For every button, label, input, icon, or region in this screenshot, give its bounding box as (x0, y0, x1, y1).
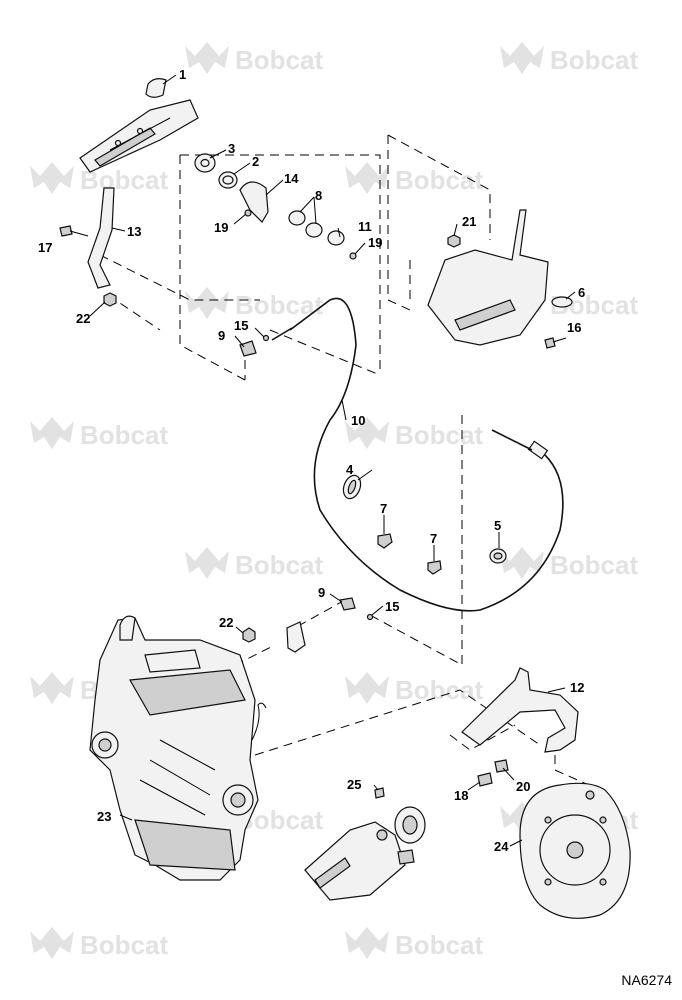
watermark-text: Bobcat (80, 420, 168, 450)
bobcat-logo-icon (185, 42, 229, 74)
callout-3: 3 (228, 141, 235, 156)
callout-24: 24 (494, 839, 509, 854)
callout-11: 11 (358, 219, 372, 234)
watermark-text: Bobcat (395, 930, 483, 960)
bobcat-logo-icon (30, 162, 74, 194)
watermark-logo: Bobcat (500, 42, 638, 75)
bobcat-logo-icon (30, 927, 74, 959)
watermark-text: Bobcat (395, 165, 483, 195)
callout-7b: 7 (430, 531, 437, 546)
callout-6: 6 (578, 285, 585, 300)
part-25-injection-pump (304, 787, 426, 901)
watermark-logo: Bobcat (30, 417, 168, 450)
callout-23: 23 (97, 809, 111, 824)
bobcat-logo-icon (345, 162, 389, 194)
part-22-nut-top (103, 292, 117, 307)
watermark-logo: Bobcat (30, 927, 168, 960)
bobcat-logo-icon (345, 672, 389, 704)
throttle-lever-bracket (79, 99, 199, 173)
callout-17: 17 (38, 240, 52, 255)
watermark-logo: Bobcat (345, 927, 483, 960)
drawing-number: NA6274 (621, 972, 672, 988)
part-4-grommet (342, 474, 362, 500)
callout-7a: 7 (380, 501, 387, 516)
callout-13: 13 (127, 224, 141, 239)
part-17-bolt (59, 225, 89, 237)
callout-20: 20 (516, 779, 530, 794)
bobcat-logo-icon (185, 547, 229, 579)
watermark-logo: Bobcat (345, 672, 483, 705)
assembly-dashed-lines (99, 134, 601, 791)
bobcat-logo-icon (500, 547, 544, 579)
callout-19a: 19 (214, 220, 228, 235)
callout-15b: 15 (385, 599, 399, 614)
friction-disc-stack (194, 153, 357, 260)
part-20-bolt (494, 759, 509, 773)
callout-14: 14 (284, 171, 299, 186)
watermark-text: Bobcat (235, 45, 323, 75)
callout-10: 10 (351, 413, 365, 428)
watermark-logo: Bobcat (345, 417, 483, 450)
watermark-text: Bobcat (395, 420, 483, 450)
engine-side-bracket (427, 209, 573, 349)
bobcat-logo-icon (500, 42, 544, 74)
part-10-throttle-cable (271, 297, 564, 612)
part-13-bracket (87, 187, 115, 289)
bobcat-logo-icon (30, 417, 74, 449)
watermark-text: Bobcat (550, 550, 638, 580)
callout-2: 2 (252, 154, 259, 169)
part-24-housing-plate (519, 782, 631, 919)
watermark-text: Bobcat (550, 45, 638, 75)
callout-5: 5 (494, 518, 501, 533)
watermark-logo: Bobcat (345, 162, 483, 195)
part-23-engine (89, 615, 267, 881)
part-1-knob (145, 78, 167, 98)
watermark-text: Bobcat (235, 550, 323, 580)
bobcat-logo-icon (345, 417, 389, 449)
part-5-grommet (489, 548, 507, 564)
watermark-text: Bobcat (395, 675, 483, 705)
bobcat-logo-icon (30, 672, 74, 704)
callout-8: 8 (315, 188, 322, 203)
bobcat-logo-icon (345, 927, 389, 959)
watermark-logo: Bobcat (185, 547, 323, 580)
callout-4: 4 (346, 462, 354, 477)
callout-1: 1 (179, 67, 186, 82)
callout-22a: 22 (76, 311, 90, 326)
callout-21: 21 (462, 214, 476, 229)
callout-9b: 9 (318, 585, 325, 600)
callout-25: 25 (347, 777, 361, 792)
watermark-text: Bobcat (80, 930, 168, 960)
part-15-nut (262, 334, 374, 621)
callout-19b: 19 (368, 235, 382, 250)
callout-18: 18 (454, 788, 468, 803)
watermark-logo: Bobcat (185, 42, 323, 75)
part-12-cable-bracket (461, 667, 579, 753)
callout-22b: 22 (219, 615, 233, 630)
part-9-ball-joint (239, 340, 356, 611)
part-7-clip (377, 533, 442, 575)
bobcat-logo-icon (185, 287, 229, 319)
callout-15a: 15 (234, 318, 248, 333)
watermark-logo: Bobcat (185, 287, 323, 320)
callout-leaders (89, 74, 576, 847)
watermark-logo: Bobcat (500, 547, 638, 580)
callout-12: 12 (570, 680, 584, 695)
part-18-bolt (477, 772, 493, 787)
callout-labels: 1 2 3 4 5 6 7 7 8 9 9 10 11 12 13 14 15 … (38, 67, 585, 854)
part-22-nut-lower (242, 621, 306, 653)
callout-16: 16 (567, 320, 581, 335)
callout-9a: 9 (218, 328, 225, 343)
